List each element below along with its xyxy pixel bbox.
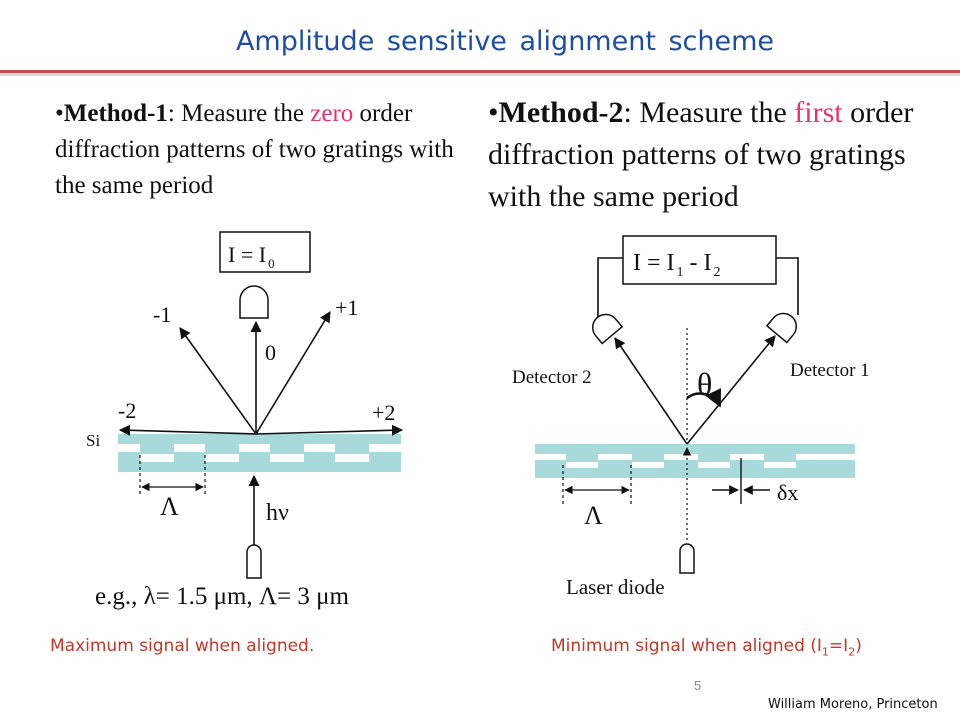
method2-detector-left-label: Detector 2 xyxy=(512,367,592,388)
method2-text-pre: Measure the xyxy=(631,96,795,129)
method1-bullet: • xyxy=(55,100,64,127)
method1-period-marker xyxy=(139,455,206,495)
method2-grating-top xyxy=(535,444,855,454)
method1-text-pre: Measure the xyxy=(174,100,311,127)
method2-colon: : xyxy=(623,96,632,129)
method2-period-marker xyxy=(562,465,632,505)
method2-laser-diode xyxy=(679,543,695,574)
method2-shift-label: δx xyxy=(777,480,798,505)
method2-source-label: Laser diode xyxy=(566,575,665,599)
method2-text-post: order diffraction patterns of two gratin… xyxy=(488,96,914,213)
method1-example: e.g., λ= 1.5 μm, Λ= 3 μm xyxy=(95,583,350,610)
page-number: 5 xyxy=(694,678,702,693)
method1-source-emitter xyxy=(246,544,262,579)
method1-grating-bottom xyxy=(118,462,401,472)
method2-caption: Minimum signal when aligned (I1=I2) xyxy=(551,636,862,659)
method1-zero-order-detector xyxy=(239,285,269,319)
method2-description: •Method-2: Measure the first order diffr… xyxy=(488,92,958,218)
method2-angle-arc xyxy=(686,388,722,408)
method1-formula-box xyxy=(219,231,311,273)
method2-grating-teeth xyxy=(535,454,855,468)
author-credit: William Moreno, Princeton xyxy=(768,697,938,712)
method2-detector-wires xyxy=(597,257,799,318)
method2-grating-bottom xyxy=(535,468,855,478)
method1-order-minus2: -2 xyxy=(118,398,136,423)
method1-order-zero: 0 xyxy=(265,340,276,365)
method1-order-plus2: +2 xyxy=(372,400,395,425)
title-rule-shadow xyxy=(0,73,960,76)
method1-caption: Maximum signal when aligned. xyxy=(50,636,315,656)
method2-angle-symbol: θ xyxy=(697,366,712,402)
method1-description: •Method-1: Measure the zero order diffra… xyxy=(55,96,485,204)
method1-grating-top xyxy=(118,434,401,444)
slide-title: Amplitude sensitive alignment scheme xyxy=(235,26,775,57)
method1-source-label: hν xyxy=(266,500,289,526)
method2-shift-marker xyxy=(712,458,770,504)
method2-diffraction-rays xyxy=(614,335,776,445)
title-rule xyxy=(0,70,960,73)
method1-order-minus1: -1 xyxy=(153,302,171,327)
method2-bullet: • xyxy=(488,96,499,129)
method1-period-symbol: Λ xyxy=(160,492,179,521)
method2-detector-left xyxy=(591,313,624,345)
method2-period-symbol: Λ xyxy=(584,501,603,530)
method1-grating-teeth xyxy=(118,444,401,462)
method1-highlight: zero xyxy=(310,100,354,127)
method2-formula-box xyxy=(622,235,777,285)
method1-material: Si xyxy=(86,431,100,450)
method2-highlight: first xyxy=(794,96,843,129)
method1-colon: : xyxy=(167,100,175,127)
method2-detector-right xyxy=(765,312,798,344)
method2-label: Method-2 xyxy=(498,96,624,129)
method1-label: Method-1 xyxy=(63,100,168,127)
method1-text-post: order diffraction patterns of two gratin… xyxy=(55,100,454,199)
method2-detector-right-label: Detector 1 xyxy=(790,360,870,381)
method1-order-plus1: +1 xyxy=(335,295,358,320)
method1-diffraction-rays xyxy=(118,311,404,436)
